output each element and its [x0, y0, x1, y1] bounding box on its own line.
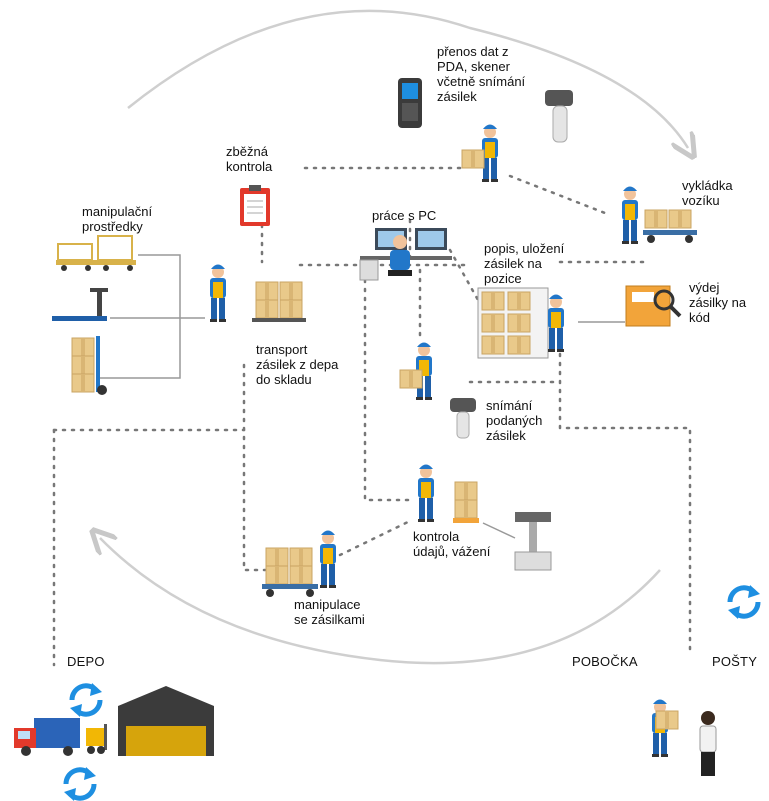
label-branch: POBOČKA [572, 654, 638, 669]
bottom-cycle-arc [100, 538, 661, 665]
stacked-boxes-icon [252, 281, 306, 322]
label-pc-work: práce s PC [372, 208, 437, 223]
worker-pallet-jack-icon [210, 264, 226, 322]
weighing-scale-icon [514, 512, 552, 571]
forklift-icon [86, 724, 107, 754]
barcode-scanner-icon [450, 398, 476, 439]
worker-pushing-cart-icon [320, 530, 336, 588]
warehouse-icon [118, 686, 214, 756]
handheld-scanner-icon [545, 90, 573, 143]
platform-trolleys-icon [56, 235, 136, 271]
customer-icon [699, 711, 717, 776]
truck-icon [14, 718, 80, 756]
label-posts: POŠTY [712, 654, 758, 669]
worker-scanning-icon [461, 124, 498, 182]
worker-holding-box-icon [399, 342, 432, 400]
cycle-arrows-icon [728, 585, 760, 619]
worker-unloading-cart-icon [622, 186, 638, 244]
parcel-cart-icon [262, 547, 318, 597]
dotted-connections [52, 166, 692, 667]
tools-bracket [100, 254, 205, 379]
clipboard-icon [240, 185, 270, 226]
pda-device-icon [398, 78, 422, 128]
courier-delivering-icon [652, 699, 679, 757]
label-depo: DEPO [67, 654, 105, 669]
barcode-box-icon [625, 285, 682, 327]
parcel-on-scale-icon [453, 481, 479, 523]
cycle-arrows-depo-top-icon [70, 683, 102, 717]
pallet-jack-icon [52, 288, 108, 321]
cart-with-boxes-icon [643, 209, 697, 243]
hand-truck-icon [71, 336, 107, 395]
pc-workstation-icon [359, 228, 452, 281]
storage-shelf-icon [477, 287, 549, 359]
worker-with-document-icon [418, 464, 434, 522]
top-cycle-arc [127, 9, 688, 148]
cycle-arrows-depo-bottom-icon [64, 767, 96, 801]
worker-storing-icon [548, 294, 564, 352]
